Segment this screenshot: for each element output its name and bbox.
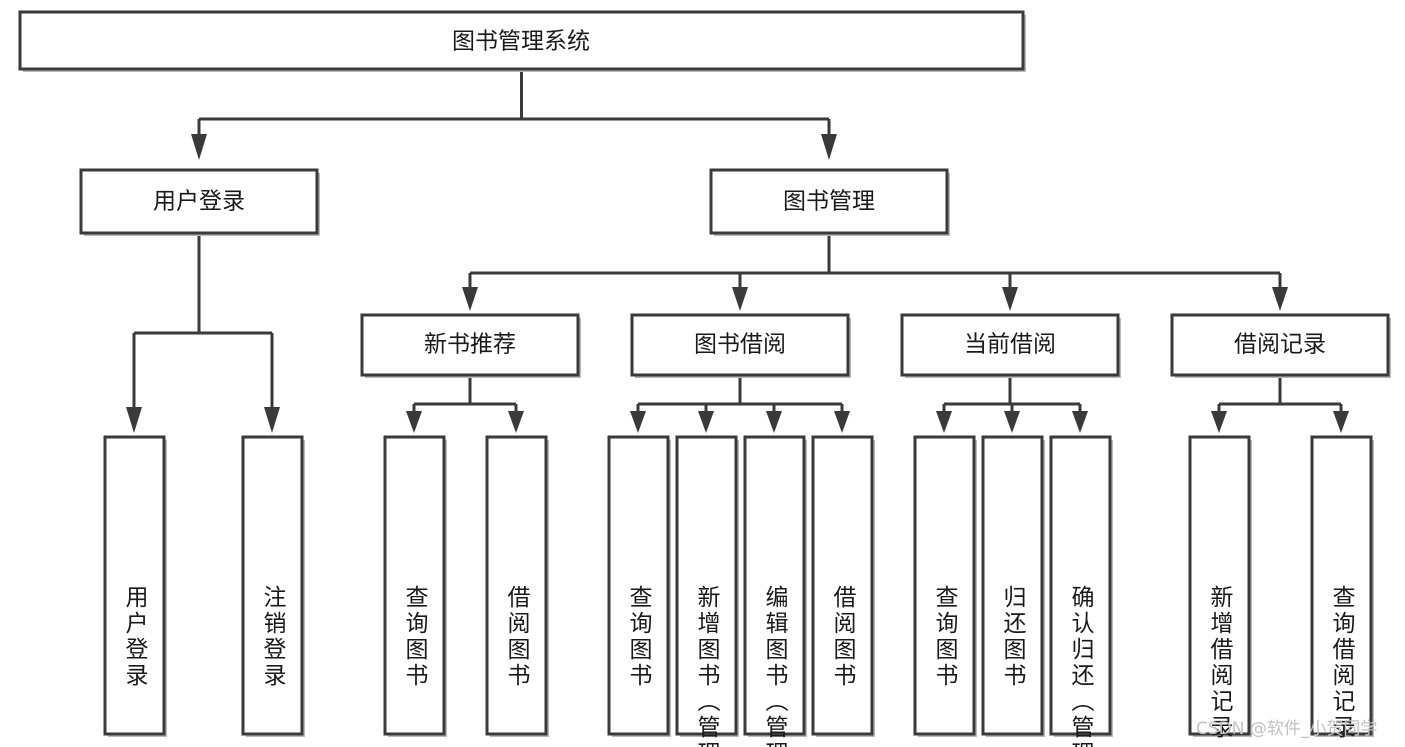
arrow-head-new-book-recommend [462,287,478,311]
new-book-recommend-box[interactable] [360,313,580,377]
node-leaf-user-logout[interactable]: 注销登录 [241,435,305,737]
node-leaf-query-book-2[interactable]: 查询图书 [607,435,671,737]
leaf-query-book-1-box[interactable] [383,435,446,736]
leaf-add-record-box[interactable] [1188,435,1251,736]
new-book-recommend-label: 新书推荐 [424,332,516,358]
leaf-user-login-box[interactable] [103,435,166,736]
node-leaf-add-record[interactable]: 新增借阅记录 [1188,435,1252,741]
leaf-borrow-book-1-label: 借阅图书 [503,585,531,689]
user-login-label: 用户登录 [153,189,245,215]
leaf-return-book-label: 归还图书 [999,585,1027,689]
node-new-book-recommend[interactable]: 新书推荐 [360,313,581,378]
connector-layer [126,69,1349,433]
leaf-user-logout-box[interactable] [241,435,304,736]
book-borrow-label: 图书借阅 [694,332,786,358]
leaf-user-logout-label: 注销登录 [259,585,287,689]
node-borrow-record[interactable]: 借阅记录 [1170,313,1391,378]
arrow-head-leaf-return-book [1004,411,1020,433]
arrow-head-leaf-query-record [1333,411,1349,433]
leaf-add-record-label: 新增借阅记录 [1206,585,1234,741]
leaf-confirm-return-box[interactable] [1049,435,1112,736]
node-leaf-add-book[interactable]: 新增图书（管理员） [675,435,739,747]
leaf-query-record-box[interactable] [1310,435,1373,736]
csdn-watermark: CSDN @软件_小贺同学 [1196,719,1377,739]
arrow-head-leaf-user-login [126,407,142,433]
arrow-head-current-borrow [1002,287,1018,311]
book-manage-label: 图书管理 [783,189,875,215]
leaf-query-book-3-label: 查询图书 [931,585,959,689]
leaf-return-book-box[interactable] [981,435,1044,736]
node-book-manage[interactable]: 图书管理 [709,168,950,236]
arrow-head-borrow-record [1272,287,1288,311]
node-leaf-query-book-3[interactable]: 查询图书 [913,435,977,737]
arrow-head-leaf-user-logout [264,407,280,433]
leaf-query-record-label: 查询借阅记录 [1328,585,1356,741]
user-login-box[interactable] [79,168,319,235]
arrow-head-leaf-query-book-3 [936,411,952,433]
leaf-query-book-2-label: 查询图书 [625,585,653,689]
arrow-head-leaf-borrow-book-2 [834,411,850,433]
leaf-add-book-label: 新增图书（管理员） [693,585,721,747]
node-user-login[interactable]: 用户登录 [79,168,320,236]
arrow-head-user-login [191,134,207,160]
node-leaf-edit-book[interactable]: 编辑图书（管理员） [743,435,807,747]
arrow-head-leaf-add-book [698,411,714,433]
node-leaf-borrow-book-1[interactable]: 借阅图书 [485,435,549,737]
root-box[interactable] [18,10,1025,71]
node-leaf-query-book-1[interactable]: 查询图书 [383,435,447,737]
arrow-head-leaf-query-book-2 [630,411,646,433]
leaf-add-book-box[interactable] [675,435,738,736]
leaf-borrow-book-1-box[interactable] [485,435,548,736]
leaf-edit-book-label: 编辑图书（管理员） [761,585,789,747]
leaf-query-book-2-box[interactable] [607,435,670,736]
node-leaf-confirm-return[interactable]: 确认归还（管理员） [1049,435,1113,747]
book-borrow-box[interactable] [630,313,850,377]
leaf-user-login-label: 用户登录 [121,585,149,689]
root-label: 图书管理系统 [452,29,590,55]
arrow-head-book-borrow [732,287,748,311]
borrow-record-label: 借阅记录 [1234,332,1326,358]
book-manage-box[interactable] [709,168,949,235]
arrow-head-leaf-confirm-return [1072,411,1088,433]
leaf-query-book-1-label: 查询图书 [401,585,429,689]
arrow-head-leaf-add-record [1211,411,1227,433]
node-leaf-return-book[interactable]: 归还图书 [981,435,1045,737]
borrow-record-box[interactable] [1170,313,1390,377]
arrow-head-leaf-edit-book [766,411,782,433]
arrow-head-book-manage [821,134,837,160]
node-current-borrow[interactable]: 当前借阅 [900,313,1121,378]
node-leaf-query-record[interactable]: 查询借阅记录 [1310,435,1374,741]
node-root[interactable]: 图书管理系统 [18,10,1026,72]
leaf-borrow-book-2-label: 借阅图书 [829,585,857,689]
node-book-borrow[interactable]: 图书借阅 [630,313,851,378]
leaf-confirm-return-label: 确认归还（管理员） [1067,585,1095,747]
leaf-query-book-3-box[interactable] [913,435,976,736]
arrow-head-leaf-query-book-1 [406,411,422,433]
current-borrow-label: 当前借阅 [964,332,1056,358]
node-leaf-borrow-book-2[interactable]: 借阅图书 [811,435,875,737]
current-borrow-box[interactable] [900,313,1120,377]
node-leaf-user-login[interactable]: 用户登录 [103,435,167,737]
leaf-edit-book-box[interactable] [743,435,806,736]
arrow-head-leaf-borrow-book-1 [508,411,524,433]
leaf-borrow-book-2-box[interactable] [811,435,874,736]
